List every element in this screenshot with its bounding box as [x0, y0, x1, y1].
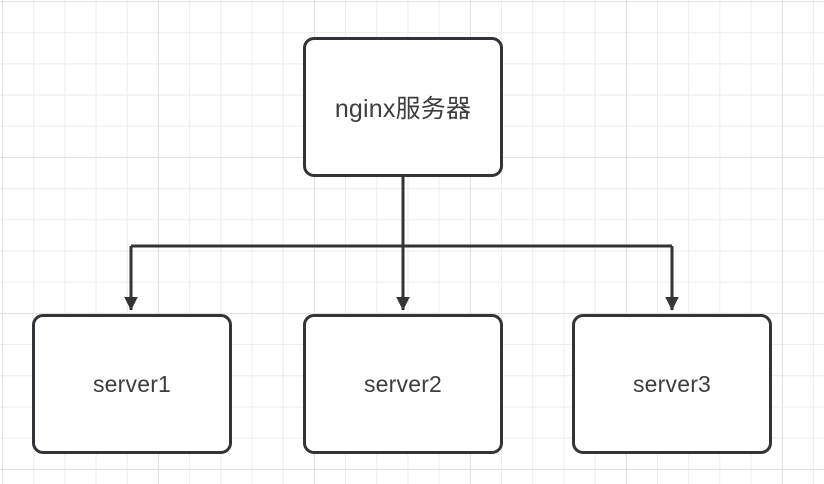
node-server1[interactable]: server1 [32, 314, 232, 454]
node-label-server3: server3 [632, 370, 712, 397]
node-server3[interactable]: server3 [572, 314, 772, 454]
node-label-server1: server1 [92, 370, 172, 397]
node-label-nginx: nginx服务器 [334, 95, 472, 123]
node-server2[interactable]: server2 [303, 314, 503, 454]
node-nginx-server[interactable]: nginx服务器 [303, 37, 503, 177]
node-label-server2: server2 [363, 370, 443, 397]
